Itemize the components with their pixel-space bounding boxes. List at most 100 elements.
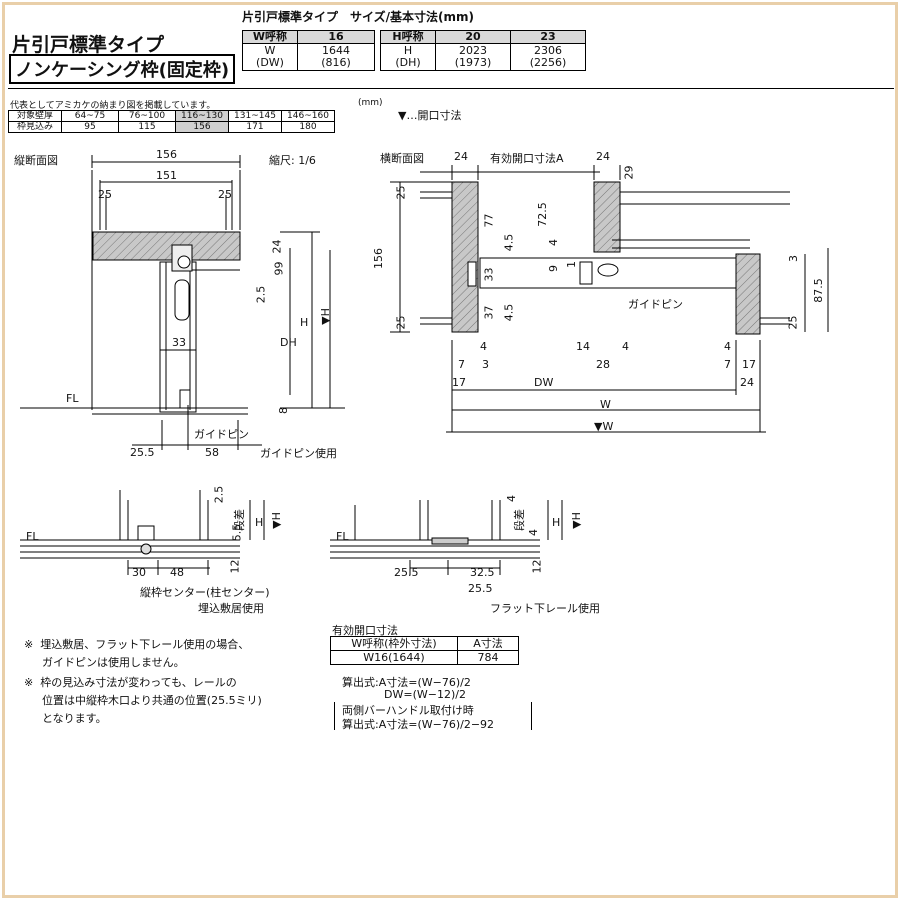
note-1: ※ 埋込敷居、フラット下レール使用の場合、 ガイドピンは使用しません。 (24, 636, 249, 672)
d-left-30: 30 (132, 566, 146, 579)
frame-type-title: ノンケーシング枠(固定枠) (9, 54, 236, 84)
wall-cell: 76~100 (118, 110, 176, 122)
dim-25-left: 25 (98, 188, 112, 201)
formula-a: 算出式:A寸法=(W−76)/2 (342, 676, 471, 689)
h-guide-pin-label: ガイドピン (628, 298, 683, 311)
wall-table: 対象壁厚 64~75 76~100 116~130 131~145 146~16… (8, 110, 335, 133)
hdim-28: 28 (596, 358, 610, 371)
hdim-7-a: 7 (458, 358, 465, 371)
dim-24: 24 (270, 239, 284, 254)
h-value-23: 2306 (2256) (510, 43, 586, 71)
hdim-open-W: ▼W (594, 420, 614, 433)
d-right-4-b: 4 (527, 529, 540, 536)
note-line: 位置は中縦枠木口より共通の位置(25.5ミリ) (42, 694, 262, 707)
d-right-fl: FL (336, 530, 349, 543)
d-left-12: 12 (228, 559, 242, 574)
eff-header-w: W呼称(枠外寸法) (330, 636, 458, 651)
hdim-25-b: 25 (394, 315, 408, 330)
opening-legend: ▼…開口寸法 (398, 109, 462, 122)
d-right-25-5-b: 25.5 (468, 582, 493, 595)
wall-cell: 115 (118, 121, 176, 133)
horizontal-section-title: 横断面図 (380, 152, 424, 165)
hdim-77: 77 (482, 213, 496, 228)
d-left-fl: FL (26, 530, 39, 543)
hdim-17-b: 17 (742, 358, 756, 371)
dim-DH: DH (280, 336, 297, 349)
hdim-17-a: 17 (452, 376, 466, 389)
note-line: ガイドピンは使用しません。 (42, 656, 185, 669)
hdim-29: 29 (622, 165, 636, 180)
size-table-h: H呼称 20 23 H (DH) 2023 (1973) 2306 (2256) (380, 30, 586, 71)
hdim-24-left: 24 (454, 150, 468, 163)
wall-row-label: 対象壁厚 (8, 110, 62, 122)
effective-opening-table: W呼称(枠外寸法) A寸法 W16(1644) 784 (330, 636, 519, 665)
dim-8: 8 (277, 407, 290, 414)
hdim-4-5-b: 4.5 (502, 303, 516, 322)
w-value: 1644 (816) (297, 43, 375, 71)
d-right-4-a: 4 (505, 495, 518, 502)
hdim-7-b: 7 (724, 358, 731, 371)
h-code-23: 23 (510, 30, 586, 44)
hdim-4-b: 4 (480, 340, 487, 353)
wall-cell: 95 (61, 121, 119, 133)
d-left-H: H (255, 516, 264, 529)
wall-cell: 131~145 (228, 110, 282, 122)
d-left-open-H: ▼H (269, 512, 283, 529)
wall-unit: (mm) (358, 98, 383, 108)
wall-caption: 代表としてアミカケの納まり図を掲載しています。 (10, 101, 216, 111)
hdim-4: 4 (547, 239, 560, 246)
note-line: 埋込敷居、フラット下レール使用の場合、 (40, 638, 250, 651)
eff-row-a: 784 (457, 650, 519, 665)
guide-pin-label: ガイドピン (194, 428, 249, 441)
horizontal-section-drawing (390, 165, 829, 433)
hdim-87-5: 87.5 (811, 278, 825, 303)
header-divider (8, 88, 894, 89)
wall-row-thickness: 対象壁厚 64~75 76~100 116~130 131~145 146~16… (8, 110, 335, 122)
dim-H: H (300, 316, 309, 329)
d-right-32-5: 32.5 (470, 566, 495, 579)
note-mark: ※ (24, 676, 34, 689)
detail-left-caption: 埋込敷居使用 (198, 602, 264, 615)
size-table-w: W呼称 16 W (DW) 1644 (816) (242, 30, 375, 71)
h-row-label: H (DH) (380, 43, 436, 71)
hdim-9: 9 (547, 265, 560, 272)
bar-handle-formula: 算出式:A寸法=(W−76)/2−92 (342, 718, 495, 731)
note-line: 枠の見込み寸法が変わっても、レールの (40, 676, 237, 689)
hdim-72-5: 72.5 (535, 202, 549, 227)
d-right-25-5-a: 25.5 (394, 566, 419, 579)
d-left-48: 48 (170, 566, 184, 579)
eff-header-a: A寸法 (457, 636, 519, 651)
frame-center-note: 縦枠センター(柱センター) (140, 586, 270, 599)
vertical-section-drawing (20, 155, 345, 450)
hdim-25-c: 25 (786, 315, 800, 330)
effective-opening-title: 有効開口寸法 (332, 624, 398, 637)
hdim-3-b: 3 (482, 358, 489, 371)
wall-cell: 171 (228, 121, 282, 133)
hdim-37: 37 (482, 305, 496, 320)
dim-open-H: ▼H (318, 308, 332, 325)
bar-handle-title: 両側バーハンドル取付け時 (342, 704, 474, 717)
d-right-open-H: ▼H (569, 512, 583, 529)
dim-2-5: 2.5 (254, 285, 268, 304)
hdim-14: 14 (576, 340, 590, 353)
page-title: 片引戸標準タイプ (12, 34, 165, 56)
note-mark: ※ (24, 638, 34, 651)
wall-row-label: 枠見込み (8, 121, 62, 133)
w-row-label: W (DW) (242, 43, 298, 71)
scale-label: 縮尺: 1/6 (269, 154, 316, 167)
w-code: 16 (297, 30, 375, 44)
hdim-33: 33 (482, 267, 496, 282)
dim-58: 58 (205, 446, 219, 459)
d-left-2-5: 2.5 (212, 485, 226, 504)
wall-cell-highlight: 116~130 (175, 110, 229, 122)
hdim-1: 1 (565, 261, 578, 268)
wall-cell: 64~75 (61, 110, 119, 122)
size-heading: 片引戸標準タイプ サイズ/基本寸法(mm) (242, 10, 475, 24)
h-code-20: 20 (435, 30, 511, 44)
dim-25-right: 25 (218, 188, 232, 201)
wall-row-depth: 枠見込み 95 115 156 171 180 (8, 121, 335, 133)
hdim-W: W (600, 398, 611, 411)
hdim-3: 3 (787, 255, 800, 262)
hdim-4-d: 4 (724, 340, 731, 353)
